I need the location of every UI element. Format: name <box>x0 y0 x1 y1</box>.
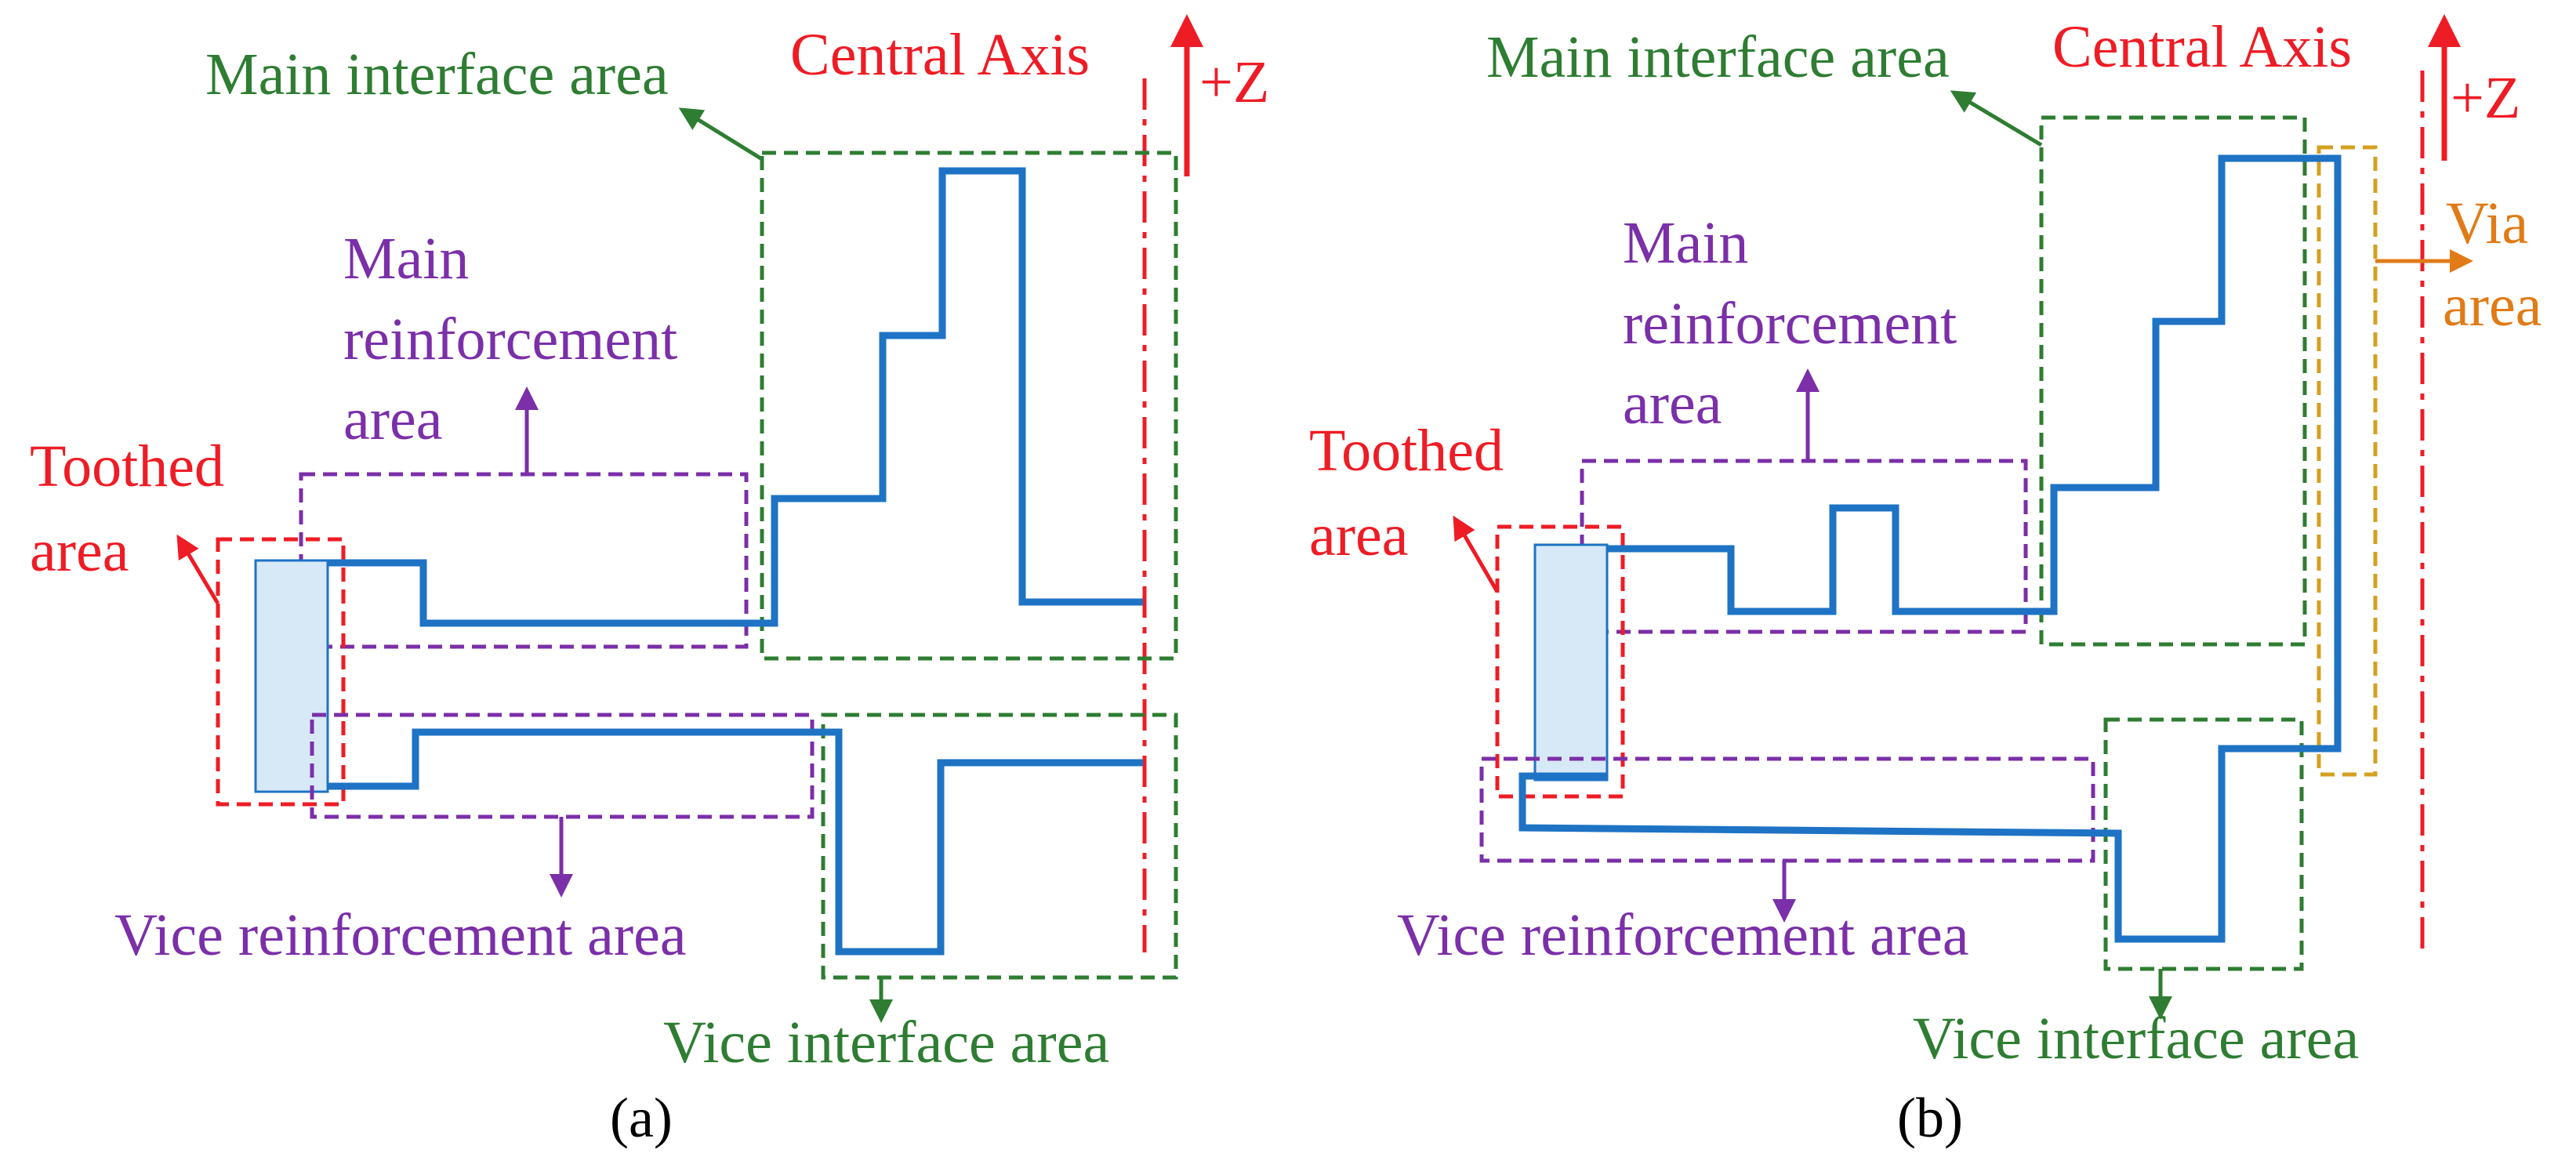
panel-b-z-label: +Z <box>2451 65 2520 131</box>
panel-a-central-axis-label: Central Axis <box>790 22 1090 88</box>
panel-b-main-reinforcement-label-3: area <box>1623 371 1722 437</box>
panel-a-main-interface-label: Main interface area <box>205 42 669 107</box>
panel-a-main-reinforcement-label-2: reinforcement <box>343 306 677 372</box>
panel-a-caption: (a) <box>610 1086 673 1149</box>
panel-b-central-axis-label: Central Axis <box>2052 14 2352 80</box>
panel-a-vice-interface-label: Vice interface area <box>663 1010 1109 1075</box>
panel-b-toothed-fill <box>1533 543 1609 782</box>
panel-b-toothed-label-1: Toothed <box>1309 418 1504 484</box>
panel-b-toothed-arrow <box>1453 515 1500 593</box>
panel-b-main-reinforcement-label-1: Main <box>1623 210 1748 276</box>
panel-b-via-label-2: area <box>2443 273 2542 339</box>
panel-b-main-profile <box>1607 154 2342 753</box>
panel-a-main-interface-arrow <box>678 107 764 161</box>
panel-a-z-label: +Z <box>1199 49 1269 115</box>
panel-b-main-interface-label: Main interface area <box>1486 24 1950 90</box>
panel-a-main-profile <box>328 167 1143 627</box>
panel-a-vice-reinforcement-label: Vice reinforcement area <box>114 902 687 968</box>
panel-b-vice-profile <box>1518 745 2320 943</box>
panel-a-vice-reinforcement-box <box>310 713 815 819</box>
panel-a-vice-interface-box <box>821 713 1178 980</box>
panel-a-toothed-label-1: Toothed <box>30 433 224 499</box>
panel-a: +Z Central Axis Main interface area Main… <box>30 14 1269 1149</box>
panel-b-main-reinforcement-label-2: reinforcement <box>1623 291 1957 357</box>
panel-b-toothed-label-2: area <box>1309 502 1409 568</box>
panel-a-toothed-box <box>216 537 346 807</box>
panel-a-main-interface-box <box>760 151 1178 661</box>
panel-b-vice-interface-label: Vice interface area <box>1913 1006 2359 1072</box>
panel-b: +Z Central Axis Main interface area Via … <box>1309 14 2542 1149</box>
panel-b-vice-interface-box <box>2103 717 2304 971</box>
panel-a-main-reinforcement-label-3: area <box>343 386 443 452</box>
panel-b-caption: (b) <box>1897 1086 1963 1149</box>
panel-b-vice-reinforcement-label: Vice reinforcement area <box>1397 902 1969 968</box>
panel-a-toothed-label-2: area <box>30 518 129 584</box>
panel-a-vice-profile <box>328 728 1143 956</box>
panel-b-via-label-1: Via <box>2446 190 2528 256</box>
panel-b-main-interface-box <box>2039 115 2307 647</box>
panel-a-toothed-fill <box>254 559 329 793</box>
panel-b-vice-reinforcement-box <box>1479 756 2095 863</box>
panel-b-via-box <box>2317 145 2378 777</box>
panel-a-toothed-arrow <box>176 534 220 605</box>
panel-a-main-reinforcement-label-1: Main <box>343 226 469 292</box>
panel-b-main-interface-arrow <box>1950 90 2043 147</box>
